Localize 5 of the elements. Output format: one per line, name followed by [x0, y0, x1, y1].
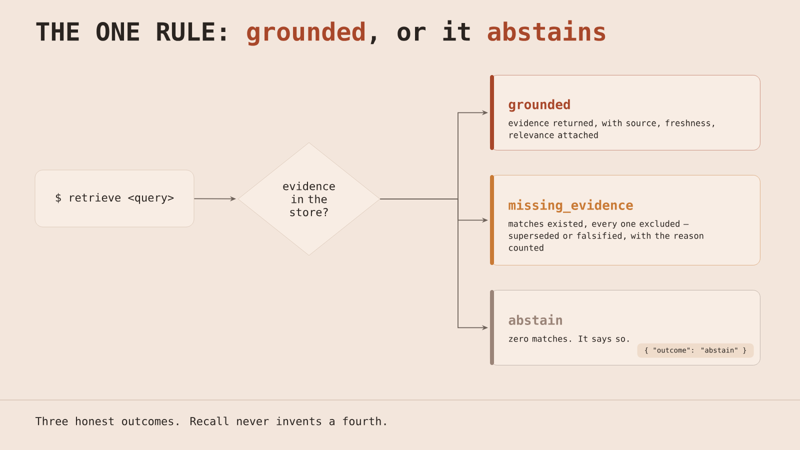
outcome-card: grounded evidence returned, with source, freshness, relevance attached	[490, 75, 760, 150]
caption: Three honest outcomes. Recall never invents a fourth.	[35, 416, 386, 426]
title: THE ONE RULE: grounded, or it abstains	[36, 20, 606, 46]
command-box: $ retrieve <query>	[34, 170, 194, 228]
outcome-card: missing_evidence matches existed, every one excluded — superseded or falsified, with the reason counted	[490, 175, 760, 266]
